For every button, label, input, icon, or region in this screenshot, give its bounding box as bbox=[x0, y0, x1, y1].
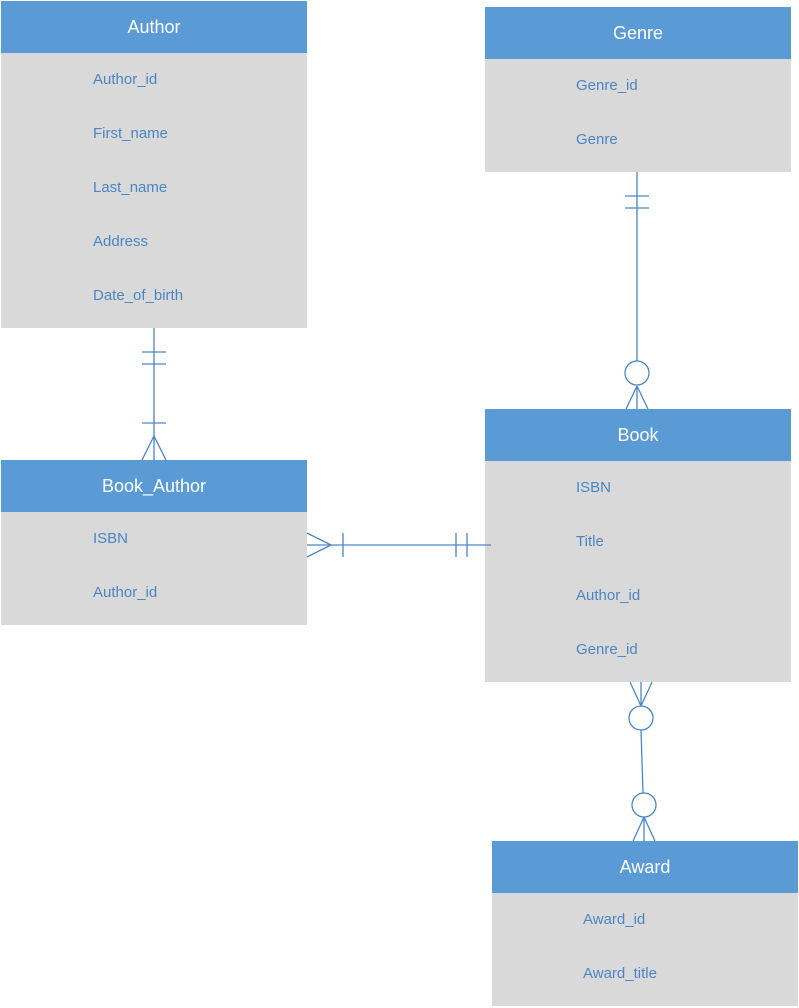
entity-award[interactable]: Award Award_id Award_title bbox=[492, 841, 798, 1006]
attribute-isbn: ISBN bbox=[576, 479, 612, 496]
crows-foot-mark bbox=[629, 681, 642, 707]
entity-title: Book bbox=[485, 409, 791, 461]
attribute-award-title: Award_title bbox=[583, 965, 657, 982]
crows-foot-mark bbox=[643, 816, 656, 842]
zero-circle-mark bbox=[624, 360, 650, 386]
connector-author-book-author[interactable] bbox=[141, 328, 167, 461]
attribute-genre: Genre bbox=[576, 131, 618, 148]
zero-circle-mark bbox=[631, 792, 657, 818]
crows-foot-mark bbox=[306, 532, 332, 546]
attribute-genre-id: Genre_id bbox=[576, 77, 638, 94]
attribute-author-id: Author_id bbox=[93, 584, 158, 601]
attribute-date-of-birth: Date_of_birth bbox=[93, 287, 184, 304]
attribute-author-id: Author_id bbox=[93, 71, 158, 88]
entity-genre[interactable]: Genre Genre_id Genre bbox=[485, 7, 791, 172]
attribute-genre-id: Genre_id bbox=[576, 641, 638, 658]
entity-author[interactable]: Author Author_id First_name Last_name Ad… bbox=[1, 1, 307, 328]
entity-title: Book_Author bbox=[1, 460, 307, 512]
attribute-list: ISBN Title Author_id Genre_id bbox=[485, 461, 791, 677]
attribute-address: Address bbox=[93, 233, 149, 250]
connector-book-award[interactable] bbox=[628, 681, 657, 842]
attribute-award-id: Award_id bbox=[583, 911, 646, 928]
attribute-last-name: Last_name bbox=[93, 179, 168, 196]
entity-title: Author bbox=[1, 1, 307, 53]
attribute-list: Author_id First_name Last_name Address D… bbox=[1, 53, 307, 323]
entity-title: Award bbox=[492, 841, 798, 893]
zero-circle-mark bbox=[628, 705, 654, 731]
attribute-first-name: First_name bbox=[93, 125, 169, 142]
connector-book-book-author[interactable] bbox=[306, 532, 491, 558]
attribute-title: Title bbox=[576, 533, 604, 550]
crows-foot-mark bbox=[153, 435, 167, 461]
attribute-isbn: ISBN bbox=[93, 530, 129, 547]
entity-book-author[interactable]: Book_Author ISBN Author_id bbox=[1, 460, 307, 625]
attribute-list: Genre_id Genre bbox=[485, 59, 791, 167]
crows-foot-mark bbox=[640, 681, 653, 707]
attribute-list: Award_id Award_title bbox=[492, 893, 798, 1001]
crows-foot-mark bbox=[625, 385, 638, 410]
entity-book[interactable]: Book ISBN Title Author_id Genre_id bbox=[485, 409, 791, 682]
connector-genre-book[interactable] bbox=[624, 172, 650, 410]
attribute-list: ISBN Author_id bbox=[1, 512, 307, 620]
crows-foot-mark bbox=[636, 385, 649, 410]
crows-foot-mark bbox=[632, 816, 645, 842]
crows-foot-mark bbox=[141, 435, 155, 461]
attribute-author-id: Author_id bbox=[576, 587, 641, 604]
crows-foot-mark bbox=[306, 544, 332, 558]
entity-title: Genre bbox=[485, 7, 791, 59]
